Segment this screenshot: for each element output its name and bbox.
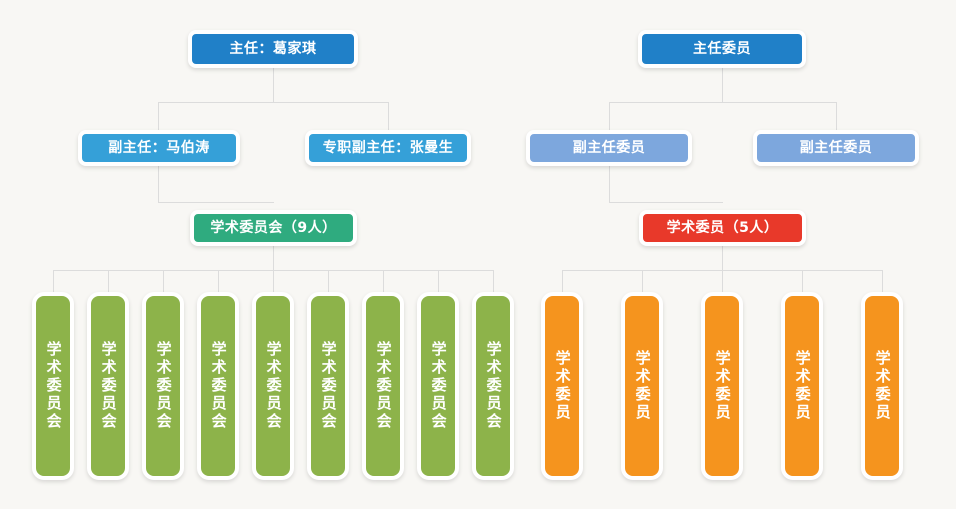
connector-right-committee-in (609, 202, 723, 203)
node-right-root[interactable]: 主任委员 (638, 30, 806, 68)
node-left-member-9[interactable]: 学术委员会 (472, 292, 514, 480)
node-right-committee[interactable]: 学术委员（5人） (639, 210, 806, 246)
node-right-member-4[interactable]: 学术委员 (781, 292, 823, 480)
node-left-member-5[interactable]: 学术委员会 (252, 292, 294, 480)
node-left-committee[interactable]: 学术委员会（9人） (190, 210, 357, 246)
node-left-member-7[interactable]: 学术委员会 (362, 292, 404, 480)
connector-right-member-drop-2 (642, 270, 643, 292)
node-left-deputy-1[interactable]: 副主任：马伯涛 (78, 130, 240, 166)
node-left-member-1[interactable]: 学术委员会 (32, 292, 74, 480)
node-left-member-3[interactable]: 学术委员会 (142, 292, 184, 480)
node-right-member-1[interactable]: 学术委员 (541, 292, 583, 480)
node-left-member-4[interactable]: 学术委员会 (197, 292, 239, 480)
connector-right-member-drop-1 (562, 270, 563, 292)
connector-left-committee-drop (273, 246, 274, 270)
connector-left-member-drop-4 (218, 270, 219, 292)
node-left-deputy-2[interactable]: 专职副主任：张曼生 (305, 130, 471, 166)
connector-left-member-drop-5 (273, 270, 274, 292)
connector-left-member-drop-9 (493, 270, 494, 292)
connector-left-member-drop-7 (383, 270, 384, 292)
connector-right-deputy1-drop (609, 102, 610, 130)
connector-right-deputy2-drop (836, 102, 837, 130)
connector-right-committee-drop (722, 246, 723, 270)
connector-left-member-drop-2 (108, 270, 109, 292)
node-left-member-6[interactable]: 学术委员会 (307, 292, 349, 480)
connector-left-member-drop-8 (438, 270, 439, 292)
connector-left-committee-in (158, 202, 274, 203)
node-left-member-2[interactable]: 学术委员会 (87, 292, 129, 480)
connector-right-member-drop-4 (802, 270, 803, 292)
connector-left-deputy1-to-committee (158, 166, 159, 202)
connector-right-member-drop-5 (882, 270, 883, 292)
node-right-member-2[interactable]: 学术委员 (621, 292, 663, 480)
connector-left-root-bus (158, 102, 389, 103)
node-left-root[interactable]: 主任：葛家琪 (188, 30, 358, 68)
node-right-member-5[interactable]: 学术委员 (861, 292, 903, 480)
connector-left-member-drop-1 (53, 270, 54, 292)
node-left-member-8[interactable]: 学术委员会 (417, 292, 459, 480)
node-right-member-3[interactable]: 学术委员 (701, 292, 743, 480)
connector-left-deputy2-drop (388, 102, 389, 130)
connector-left-deputy1-drop (158, 102, 159, 130)
connector-right-root-drop (722, 66, 723, 102)
connector-right-root-bus (609, 102, 836, 103)
connector-right-deputy1-to-committee (609, 166, 610, 202)
connector-right-member-drop-3 (722, 270, 723, 292)
connector-left-member-drop-6 (328, 270, 329, 292)
connector-left-root-drop (273, 66, 274, 102)
connector-left-member-drop-3 (163, 270, 164, 292)
node-right-deputy-2[interactable]: 副主任委员 (753, 130, 919, 166)
node-right-deputy-1[interactable]: 副主任委员 (526, 130, 692, 166)
